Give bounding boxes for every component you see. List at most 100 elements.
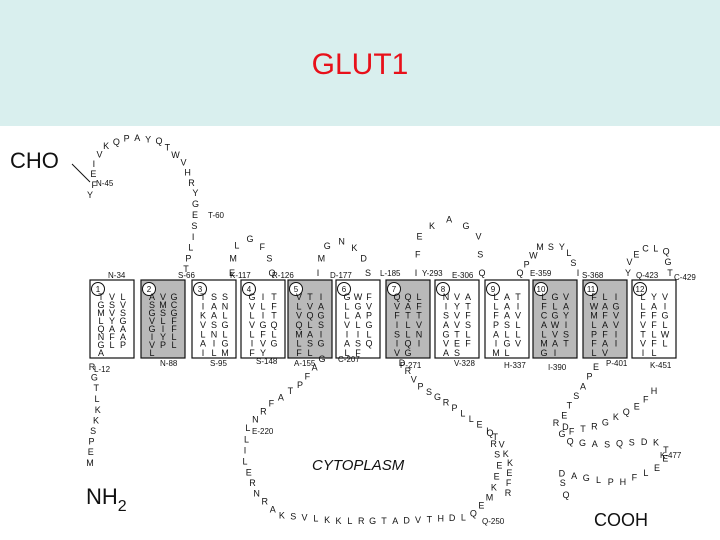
helix-residue: L <box>662 320 667 330</box>
nh2-subscript: 2 <box>118 498 127 515</box>
helix-residue: F <box>249 348 255 358</box>
loop-residue: R <box>358 516 365 526</box>
helix-residue: G <box>248 292 255 302</box>
loop-residue: K <box>429 221 435 231</box>
loop-residue: R <box>591 421 598 431</box>
helix-residue: L <box>149 348 154 358</box>
helix-residue: I <box>445 301 448 311</box>
helix-residue: M <box>295 329 303 339</box>
cytoplasm-label: CYTOPLASM <box>312 457 405 474</box>
residue-position-label: H-337 <box>504 361 526 370</box>
loop-residue: R <box>249 478 256 488</box>
loop-residue: T <box>493 432 499 442</box>
helix-residue: G <box>540 348 547 358</box>
helix-residue: V <box>552 329 558 339</box>
helix-residue: F <box>602 329 608 339</box>
helix-residue: V <box>260 339 266 349</box>
helix-number: 9 <box>491 285 496 294</box>
helix-residue: W <box>551 320 560 330</box>
loop-residue: E <box>478 501 484 511</box>
helix-residue: F <box>109 332 115 342</box>
helix-number: 12 <box>636 285 645 294</box>
helix-residue: P <box>591 329 597 339</box>
helix-residue: I <box>202 301 205 311</box>
loop-residue: T <box>663 445 669 455</box>
helix-residue: V <box>515 311 521 321</box>
loop-residue: Q <box>663 246 670 256</box>
helix-residue: I <box>251 339 254 349</box>
loop-residue: S <box>426 387 432 397</box>
loop-residue: E <box>633 250 639 260</box>
helix-residue: P <box>493 320 499 330</box>
helix-residue: S <box>211 292 217 302</box>
helix-residue: N <box>211 329 218 339</box>
loop-residue: S <box>560 478 566 488</box>
loop-residue: A <box>592 439 598 449</box>
helix-residue: V <box>200 320 206 330</box>
loop-residue: L <box>94 394 99 404</box>
helix-residue: L <box>296 301 301 311</box>
helix-residue: S <box>149 300 155 310</box>
helix-residue: V <box>613 311 619 321</box>
helix-residue: A <box>563 301 569 311</box>
residue-position-label: N-45 <box>96 179 114 188</box>
residue-position-label: P-271 <box>400 361 422 370</box>
helix-residue: V <box>454 292 460 302</box>
helix-residue: F <box>260 329 266 339</box>
helix-residue: F <box>602 311 608 321</box>
helix-residue: P <box>366 311 372 321</box>
helix-residue: F <box>541 301 547 311</box>
helix-residue: L <box>465 329 470 339</box>
loop-residue: K <box>93 415 99 425</box>
helix-residue: T <box>200 292 206 302</box>
helix-residue: L <box>504 348 509 358</box>
loop-residue: L <box>313 514 318 524</box>
helix-residue: L <box>249 329 254 339</box>
helix-residue: Q <box>393 292 400 302</box>
helix-residue: S <box>307 339 313 349</box>
loop-residue: E <box>192 210 198 220</box>
loop-residue: E <box>90 169 96 179</box>
helix-residue: F <box>651 339 657 349</box>
loop-residue: F <box>269 399 275 409</box>
helix-residue: M <box>590 311 598 321</box>
loop-residue: E <box>496 460 502 470</box>
residue-position-label: I-390 <box>548 363 567 372</box>
loop-residue: T <box>667 268 673 278</box>
helix-residue: L <box>416 292 421 302</box>
helix-residue: A <box>541 320 547 330</box>
loop-residue: D <box>641 437 648 447</box>
helix-residue: V <box>602 348 608 358</box>
helix-residue: T <box>307 292 313 302</box>
loop-residue: K <box>503 449 509 459</box>
loop-residue: Q <box>268 268 275 278</box>
helix-residue: F <box>640 311 646 321</box>
helix-residue: A <box>405 301 411 311</box>
loop-residue: G <box>192 199 199 209</box>
helix-residue: G <box>503 339 510 349</box>
loop-residue: S <box>548 242 554 252</box>
helix-residue: I <box>357 329 360 339</box>
helix-residue: A <box>344 339 350 349</box>
helix-residue: V <box>109 292 115 302</box>
helix-residue: T <box>405 311 411 321</box>
helix-number-badge <box>142 282 156 296</box>
loop-residue: R <box>490 439 497 449</box>
loop-residue: L <box>643 468 648 478</box>
helix-residue: N <box>98 332 105 342</box>
helix-residue: I <box>615 329 618 339</box>
cho-link-line <box>71 163 91 183</box>
c-terminus-label: COOH <box>594 510 648 530</box>
helix-residue: T <box>454 329 460 339</box>
helix-residue: A <box>200 339 206 349</box>
loop-residue: D <box>559 468 566 478</box>
helix-residue: A <box>211 311 217 321</box>
title-band <box>0 0 720 126</box>
helix-residue: A <box>318 301 324 311</box>
